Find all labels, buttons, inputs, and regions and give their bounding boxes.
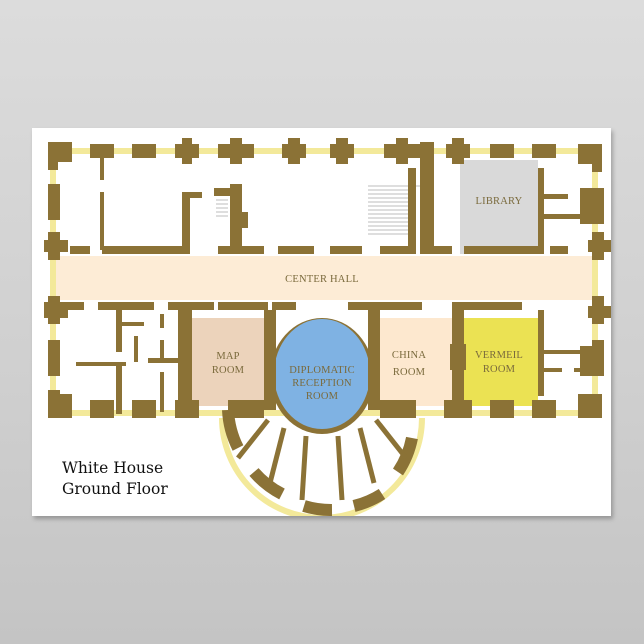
center-hall[interactable] <box>56 256 592 300</box>
china-room[interactable] <box>380 318 452 406</box>
title-line-2: Ground Floor <box>62 480 168 498</box>
center-hall-label: CENTER HALL <box>285 274 359 285</box>
diplomatic-label-2: RECEPTION <box>292 378 352 389</box>
diplomatic-label-3: ROOM <box>306 391 339 402</box>
vermeil-room-label-2: ROOM <box>483 364 516 375</box>
map-room-label-1: MAP <box>216 351 239 362</box>
staircase <box>216 185 420 235</box>
poster-title: White House Ground Floor <box>62 458 168 500</box>
map-room[interactable] <box>192 318 264 406</box>
library-label: LIBRARY <box>476 196 523 207</box>
map-room-label-2: ROOM <box>212 365 245 376</box>
diplomatic-label-1: DIPLOMATIC <box>289 365 355 376</box>
rotunda-spokes <box>236 418 408 501</box>
floor-plan-poster: CENTER HALL LIBRARY MAP ROOM DIPLOMATIC … <box>32 128 611 516</box>
library-room[interactable] <box>460 160 538 254</box>
vermeil-room-label-1: VERMEIL <box>475 350 523 361</box>
vermeil-room[interactable] <box>460 318 538 406</box>
floor-plan: CENTER HALL LIBRARY MAP ROOM DIPLOMATIC … <box>44 138 611 516</box>
china-room-label-2: ROOM <box>393 367 426 378</box>
diplomatic-reception-room[interactable] <box>274 319 370 429</box>
walls <box>44 138 611 418</box>
title-line-1: White House <box>62 459 164 477</box>
china-room-label-1: CHINA <box>392 350 426 361</box>
